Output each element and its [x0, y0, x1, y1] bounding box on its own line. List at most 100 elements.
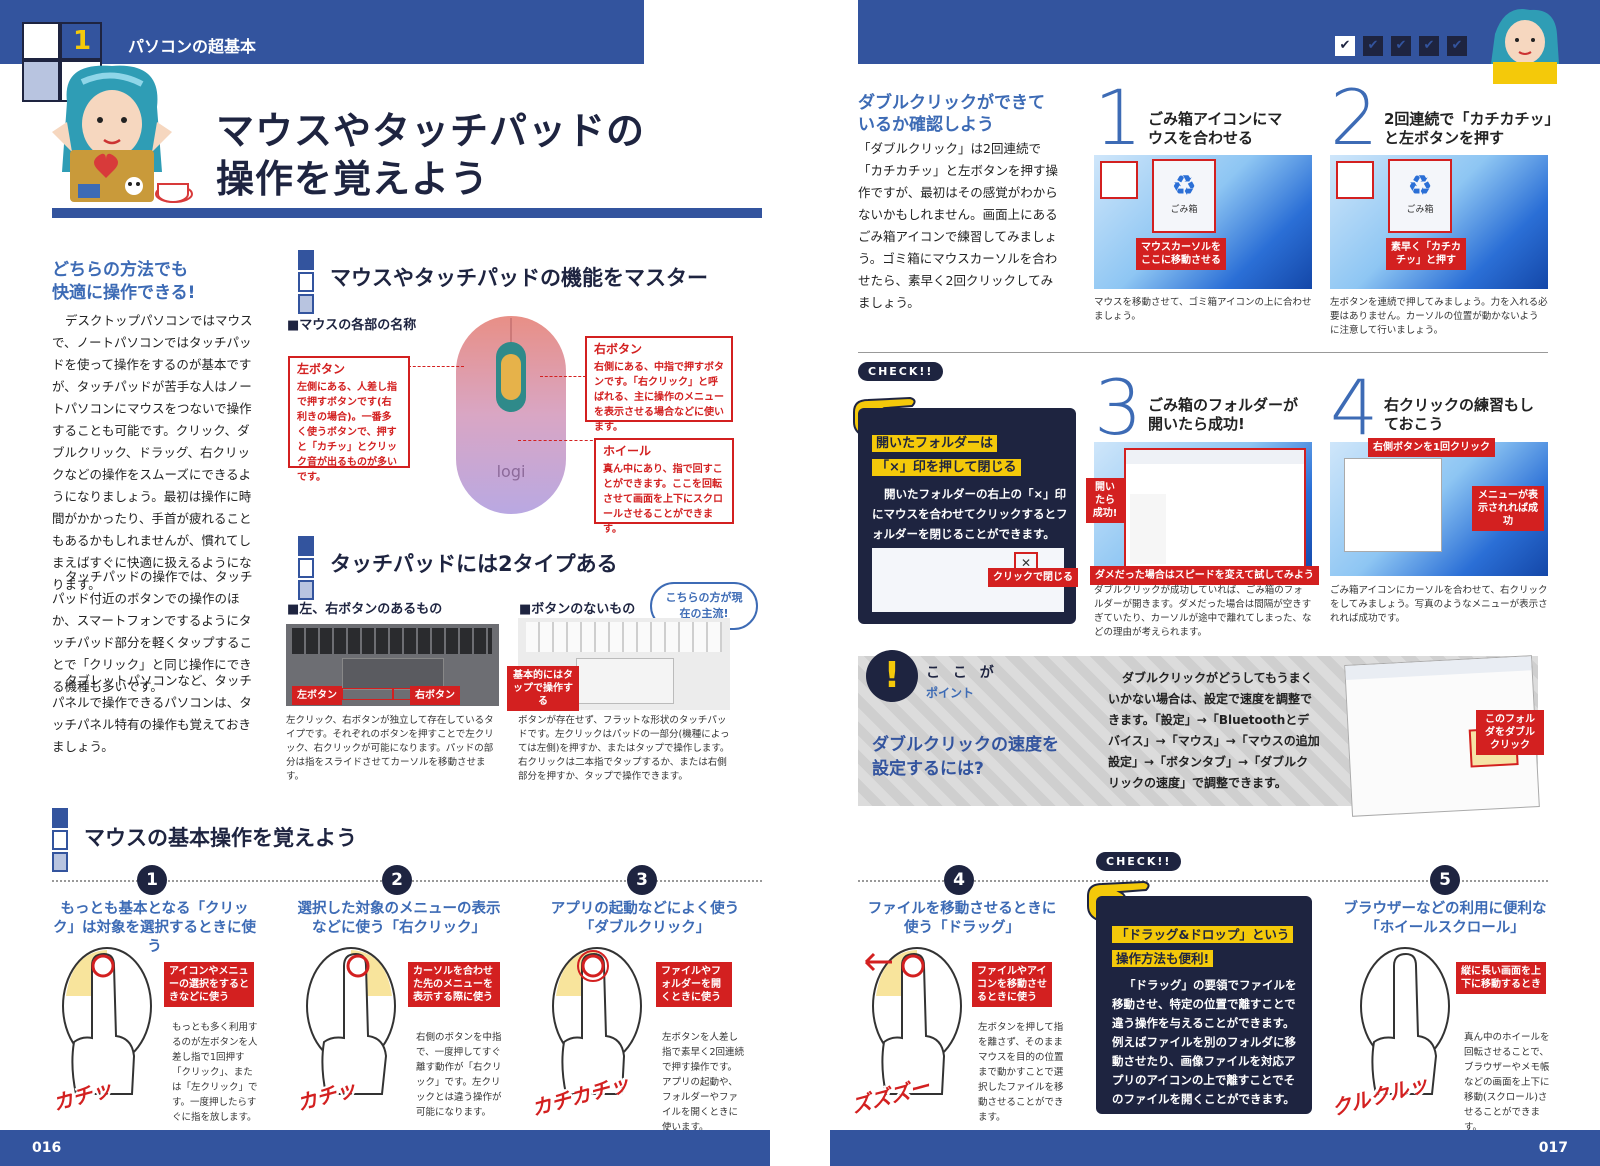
point-heading-line2: 設定するには? [872, 759, 984, 779]
op-3-tag: ファイルやフォルダーを開くときに使う [656, 962, 732, 1007]
check2-line2: 操作方法も便利! [1112, 948, 1214, 967]
step-2-title: 2回連続で「カチカチッ」と左ボタンを押す [1384, 110, 1552, 147]
wheel-title: ホイール [603, 444, 652, 458]
touchpad-section-heading: タッチパッドには2タイプある [330, 552, 618, 576]
op-1-number: 1 [137, 865, 167, 895]
leader-line [518, 440, 598, 441]
point-label-top: こ こ が [926, 665, 998, 681]
step-4-caption: ごみ箱アイコンにカーソルを合わせて、右クリックをしてみましょう。写真のようなメニ… [1330, 585, 1548, 624]
check1-line2: 「×」印を押して閉じる [872, 456, 1021, 476]
left-button-text: 左側にある、人差し指で押すボタンです(右利きの場合)。一番多く使うボタンで、押す… [297, 382, 397, 483]
left-button-callout: 左ボタン 左側にある、人差し指で押すボタンです(右利きの場合)。一番多く使うボタ… [288, 356, 410, 483]
tag-tap-operate: 基本的にはタップで操作する [507, 666, 579, 711]
op-1-tag: アイコンやメニューの選択をするときなどに使う [164, 962, 254, 1007]
step-1-number: 1 [1094, 73, 1143, 162]
recycle-bin-icon: ♻ [1407, 169, 1433, 202]
basic-ops-heading: マウスの基本操作を覚えよう [84, 826, 357, 850]
step-1-title: ごみ箱アイコンにマウスを合わせる [1148, 110, 1283, 147]
double-click-text: 「ダブルクリック」は2回連続で「カチカチッ」と左ボタンを押す操作ですが、最初はそ… [858, 141, 1059, 310]
page-title-line2: 操作を覚えよう [216, 157, 490, 201]
touchpad-type2-desc: ボタンが存在せず、フラットな形状のタッチパッドです。左クリックはパッドの一部分(… [518, 715, 730, 782]
double-click-heading-line1: ダブルクリックができて [858, 93, 1045, 113]
section-marker [298, 250, 314, 316]
header-bar-left [0, 0, 644, 64]
check1-text: 開いたフォルダーの右上の「×」印にマウスを合わせてクリックするとフォルダーを閉じ… [872, 487, 1068, 541]
double-click-heading-line2: いるか確認しよう [858, 115, 994, 135]
mouse-brand-logo: logi [497, 462, 526, 481]
right-button-text: 右側にある、中指で押すボタンです。「右クリック」と呼ばれる、主に操作のメニューを… [594, 362, 724, 433]
page-title-line1: マウスやタッチパッドの [216, 109, 646, 153]
right-button-callout: 右ボタン 右側にある、中指で押すボタンです。「右クリック」と呼ばれる、主に操作の… [585, 336, 733, 433]
intro-heading-line1: どちらの方法でも [52, 260, 188, 280]
step-3-tag: 開いたら成功! [1086, 478, 1124, 523]
step-3-caption: ダブルクリックが成功していれば、ごみ箱のフォルダーが開きます。ダメだった場合は間… [1094, 585, 1312, 638]
intro-paragraph-2: タッチパッドの操作では、タッチパッド付近のボタンでの操作のほか、スマートフォンで… [52, 569, 253, 694]
check1-tag: クリックで閉じる [988, 568, 1078, 587]
op-3-title: アプリの起動などによく使う「ダブルクリック」 [550, 901, 740, 936]
trash-label: ごみ箱 [1406, 205, 1434, 215]
op-5-desc: 真ん中のホイールを回転させることで、ブラウザーやメモ帳などの画面を上下に移動(ス… [1464, 1032, 1550, 1133]
step-2-caption: 左ボタンを連続で押してみましょう。力を入れる必要はありません。カーソルの位置が動… [1330, 297, 1548, 336]
leader-line [540, 376, 586, 377]
recycle-bin-icon: ♻ [1171, 169, 1197, 202]
check1-line1: 開いたフォルダーは [872, 432, 998, 452]
leader-line [408, 366, 464, 367]
wheel-text: 真ん中にあり、指で回すことができます。ここを回転させて画面を上下にスクロールさせ… [603, 464, 723, 535]
tag-left-button: 左ボタン [292, 686, 342, 705]
check-icon: ✔ [1391, 36, 1411, 56]
intro-heading-line2: 快適に操作できる! [52, 283, 196, 303]
hand-on-mouse-illustration [864, 947, 962, 1095]
step-2-tag: 素早く「カチカチッ」と押す [1386, 238, 1466, 270]
check2-line1: 「ドラッグ&ドロップ」という [1112, 924, 1294, 943]
check-badge-1: CHECK!! [858, 362, 944, 381]
chapter-number: 1 [73, 26, 92, 56]
hand-on-mouse-illustration [1360, 947, 1450, 1095]
hand-on-mouse-illustration [306, 947, 396, 1095]
op-1-desc: もっとも多く利用するのが左ボタンを人差し指で1回押す「クリック」、または「左クリ… [172, 1022, 258, 1123]
op-3-number: 3 [627, 865, 657, 895]
step-1-tag: マウスカーソルをここに移動させる [1136, 238, 1226, 270]
point-exclamation-icon: ! [866, 650, 918, 702]
ops-dotted-line-right [858, 880, 1548, 882]
check-icon: ✔ [1335, 36, 1355, 56]
footer-bar-right: 017 [830, 1130, 1600, 1166]
page-number-right: 017 [1538, 1140, 1568, 1156]
footer-bar-left: 016 [0, 1130, 770, 1166]
touchpad-type2-label: ■ボタンのないもの [519, 602, 636, 617]
character-illustration [52, 65, 193, 203]
point-heading-line1: ダブルクリックの速度を [872, 735, 1059, 755]
hand-on-mouse-illustration [552, 947, 642, 1095]
section-marker [52, 808, 68, 874]
header-bar-right [858, 0, 1600, 64]
progress-checkboxes: ✔ ✔ ✔ ✔ ✔ [1335, 36, 1467, 56]
op-4-tag: ファイルやアイコンを移動させるときに使う [972, 962, 1052, 1007]
step-3-number: 3 [1094, 363, 1143, 452]
op-2-number: 2 [382, 865, 412, 895]
op-4-number: 4 [944, 865, 974, 895]
step-3-tag2: ダメだった場合はスピードを変えて試してみよう [1090, 566, 1319, 585]
check-icon: ✔ [1447, 36, 1467, 56]
section-marker [298, 536, 314, 602]
op-2-title: 選択した対象のメニューの表示などに使う「右クリック」 [297, 901, 501, 936]
op-2-desc: 右側のボタンを中指で、一度押してすぐ離す動作が「右クリック」です。左クリックとは… [416, 1032, 502, 1118]
step-4-number: 4 [1330, 363, 1379, 452]
step-4-tag2: メニューが表示されれば成功 [1472, 486, 1544, 531]
check-icon: ✔ [1363, 36, 1383, 56]
bubble-text: こちらの方が現在の主流! [665, 591, 743, 620]
step-3-screenshot [1094, 442, 1312, 576]
op-2-tag: カーソルを合わせた先のメニューを表示する際に使う [408, 962, 500, 1007]
divider [858, 352, 1548, 353]
touchpad-type1-desc: 左クリック、右ボタンが独立して存在しているタイプです。それぞれのボタンを押すこと… [286, 715, 494, 782]
check-icon: ✔ [1419, 36, 1439, 56]
touchpad-type1-label: ■左、右ボタンのあるもの [287, 602, 443, 617]
left-button-title: 左ボタン [297, 362, 346, 376]
mouse-parts-subheading: ■マウスの各部の名称 [287, 318, 417, 333]
op-4-title: ファイルを移動させるときに使う「ドラッグ」 [867, 901, 1057, 936]
op-5-title: ブラウザーなどの利用に便利な「ホイールスクロール」 [1343, 901, 1547, 936]
check2-text: 「ドラッグ」の要領でファイルを移動させ、特定の位置で離すことで違う操作を与えるこ… [1112, 978, 1297, 1106]
mouse-illustration: logi [456, 316, 566, 514]
chapter-title: パソコンの超基本 [128, 37, 257, 56]
step-4-title: 右クリックの練習もしておこう [1384, 396, 1535, 433]
op-3-desc: 左ボタンを人差し指で素早く2回連続で押す操作です。アプリの起動や、フォルダーやフ… [662, 1032, 745, 1133]
step-3-title: ごみ箱のフォルダーが開いたら成功! [1148, 396, 1299, 433]
